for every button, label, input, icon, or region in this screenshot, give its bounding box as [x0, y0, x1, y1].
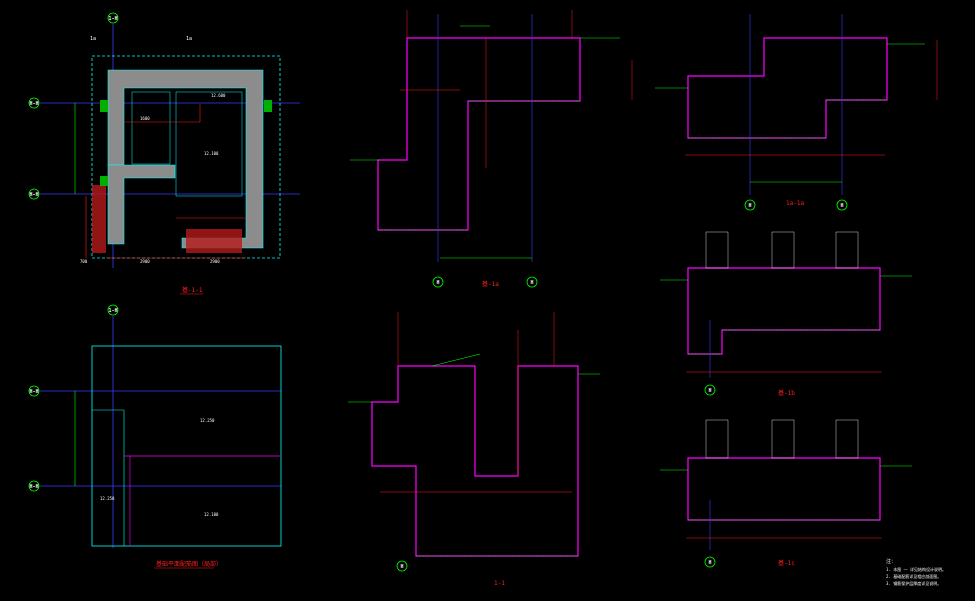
green-block — [100, 176, 108, 186]
grid-label-left-upper: H-H — [29, 101, 38, 107]
plan-bottom: 1-H H-H H-H 12.250 12.100 12.250 基础平面配筋图… — [28, 304, 282, 569]
wall-gray-lower — [107, 164, 176, 245]
section-outline — [377, 37, 581, 231]
grid-label: H — [400, 564, 403, 570]
section-1-title: 基-1a — [482, 280, 499, 288]
notes-line: 2. 基础配筋详见相应剖面图。 — [886, 573, 941, 579]
grid-bubble — [28, 480, 40, 492]
elevation-label: 12.250 — [100, 496, 115, 501]
grid-label-top: 1-H — [108, 16, 117, 22]
dimension-text: 2900 — [210, 259, 220, 264]
plan-outline — [91, 345, 282, 547]
dimension-text: 1600 — [140, 116, 150, 121]
grid-label-left-lower: H-H — [29, 192, 38, 198]
grid-label-left-lower: H-H — [29, 484, 38, 490]
dimension-text: 2900 — [140, 259, 150, 264]
section-4: H 基-1b — [660, 231, 912, 397]
leader-line — [431, 353, 481, 367]
grid-label: H — [436, 280, 439, 286]
plan-label: 1a — [90, 36, 96, 42]
notes-heading: 注： — [886, 558, 896, 565]
plan-top-title: 基-1-1 — [182, 286, 203, 294]
grid-bubble — [432, 276, 444, 288]
grid-bubble — [28, 188, 40, 200]
grid-bubble — [704, 384, 716, 396]
grid-label-top: 1-H — [108, 308, 117, 314]
elevation-label: 12.600 — [211, 93, 226, 98]
grid-bubble — [28, 385, 40, 397]
plan-label: 1a — [186, 36, 192, 42]
column-stub — [771, 419, 795, 459]
grid-label: H — [708, 560, 711, 566]
grid-bubble — [107, 304, 119, 316]
section-5-title: 基-1c — [778, 559, 795, 567]
elevation-label: 12.250 — [200, 418, 215, 423]
plan-top: 1-H H-H H-H 1a 1a 12.600 12.100 2900 290… — [28, 12, 300, 295]
section-1: H H 基-1a — [350, 10, 620, 288]
hatch-area — [186, 229, 242, 253]
grid-bubble — [704, 556, 716, 568]
grid-bubble — [836, 199, 848, 211]
green-block — [100, 100, 108, 112]
elevation-label: 12.100 — [204, 512, 219, 517]
section-3: H H 1a-1a — [631, 14, 938, 211]
elevation-label: 12.100 — [204, 151, 219, 156]
partition — [131, 91, 171, 165]
section-4-title: 基-1b — [778, 389, 795, 397]
section-2: H 1-1 — [348, 312, 600, 587]
grid-bubble — [396, 560, 408, 572]
column-stub — [705, 419, 729, 459]
grid-label-left-upper: H-H — [29, 389, 38, 395]
grid-bubble — [526, 276, 538, 288]
section-outline — [687, 457, 881, 521]
partition — [175, 91, 243, 197]
notes-line: 1. 本图 一 详见结构设计说明。 — [886, 566, 946, 572]
column-stub — [705, 231, 729, 269]
grid-label: H — [708, 388, 711, 394]
hatch-area — [92, 185, 106, 253]
section-5: H 基-1c — [660, 419, 912, 568]
plan-bottom-title: 基础平面配筋图（局部） — [156, 560, 222, 568]
grid-label: H — [840, 203, 843, 209]
notes-block: 注： 1. 本图 一 详见结构设计说明。 2. 基础配筋详见相应剖面图。 3. … — [886, 558, 946, 586]
dimension-text: 700 — [80, 259, 88, 264]
grid-label: H — [748, 203, 751, 209]
column-stub — [835, 419, 859, 459]
grid-bubble — [107, 12, 119, 24]
grid-bubble — [744, 199, 756, 211]
green-block — [264, 100, 272, 112]
grid-bubble — [28, 97, 40, 109]
grid-label: H — [530, 280, 533, 286]
column-stub — [835, 231, 859, 269]
column-stub — [771, 231, 795, 269]
section-2-title: 1-1 — [494, 580, 505, 587]
notes-line: 3. 钢筋保护层厚度详见说明。 — [886, 580, 941, 586]
section-3-title: 1a-1a — [786, 200, 804, 207]
